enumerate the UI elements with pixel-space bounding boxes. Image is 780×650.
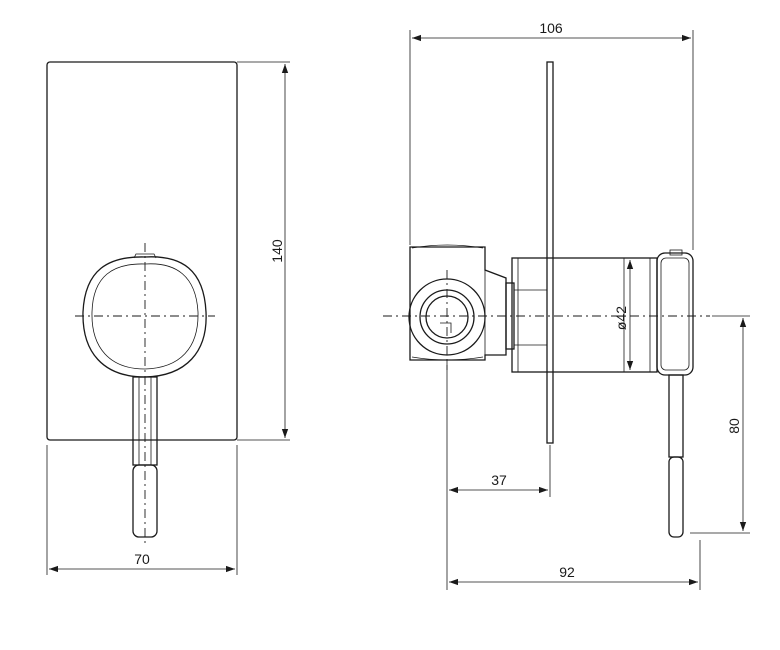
dim-front-height-text: 140 <box>269 239 285 263</box>
side-cylinder-body <box>511 257 658 373</box>
side-lever-grip <box>668 456 684 538</box>
side-view: ø42 106 37 92 80 <box>383 20 750 590</box>
front-cover-plate <box>46 61 238 441</box>
dim-front-width-text: 70 <box>134 551 150 567</box>
side-wall-plate <box>546 61 554 444</box>
dim-side-total-text: 106 <box>539 20 563 36</box>
front-view: 140 70 <box>46 61 290 575</box>
dim-diameter-text: ø42 <box>613 306 629 330</box>
dim-handle-drop-text: 80 <box>726 418 742 434</box>
side-handle-hub <box>656 252 694 376</box>
dim-wall-offset-text: 37 <box>491 472 507 488</box>
side-lever-stem <box>668 374 684 458</box>
front-handle-hub <box>82 256 207 378</box>
dim-handle-depth-text: 92 <box>559 564 575 580</box>
side-valve-housing <box>409 246 507 361</box>
front-handle-hub-inner <box>91 263 199 370</box>
